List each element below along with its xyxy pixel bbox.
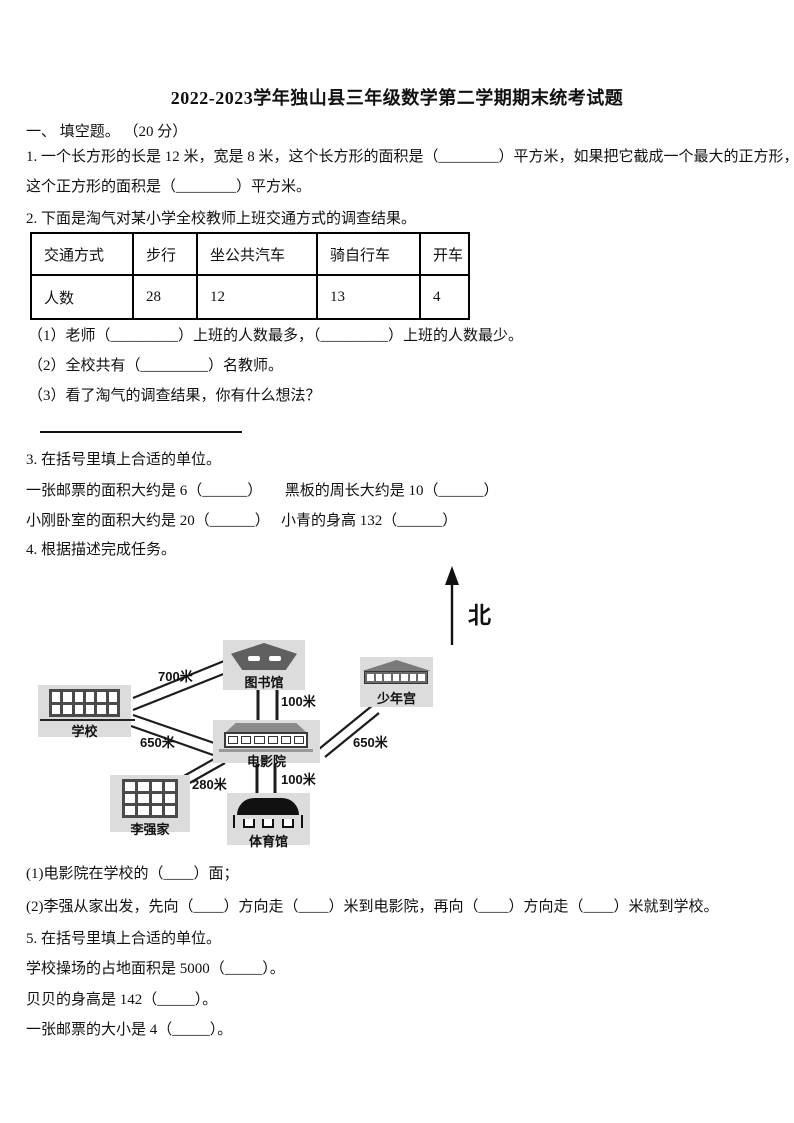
gym-windows xyxy=(233,815,303,828)
building-library: 图书馆 xyxy=(223,640,305,690)
distance-school-library: 700米 xyxy=(158,669,193,684)
section-heading: 一、 填空题。 （20 分） xyxy=(26,124,188,140)
table-cell: 13 xyxy=(316,274,421,320)
table-header-cell: 步行 xyxy=(132,232,198,276)
school-building-icon xyxy=(49,689,120,717)
distance-school-cinema: 650米 xyxy=(140,735,175,750)
q2-intro: 2. 下面是淘气对某小学全校教师上班交通方式的调查结果。 xyxy=(26,211,417,227)
q3-line-1: 一张邮票的面积大约是 6（______） 黑板的周长大约是 10（______） xyxy=(26,483,499,499)
q2-sub-2: （2）全校共有（_________）名教师。 xyxy=(28,358,284,374)
cinema-label: 电影院 xyxy=(246,754,286,769)
answer-blank-line xyxy=(40,431,242,433)
building-gym: 体育馆 xyxy=(227,793,310,849)
table-cell: 12 xyxy=(196,274,318,320)
home-building-icon xyxy=(122,779,178,818)
table-header-cell: 骑自行车 xyxy=(316,232,421,276)
cinema-baseline xyxy=(219,749,313,752)
distance-home-cinema: 280米 xyxy=(192,777,227,792)
q4-sub-2: (2)李强从家出发，先向（____）方向走（____）米到电影院，再向（____… xyxy=(26,899,719,915)
map-figure: 北 学校 图书馆 少年宫 xyxy=(20,558,560,858)
table-header-row: 交通方式 步行 坐公共汽车 骑自行车 开车 xyxy=(30,232,470,276)
table-header-cell: 开车 xyxy=(419,232,470,276)
north-arrow-icon xyxy=(445,566,459,645)
q5-line-1: 学校操场的占地面积是 5000（_____）。 xyxy=(26,961,285,977)
palace-roof-icon xyxy=(362,660,431,671)
table-cell: 28 xyxy=(132,274,198,320)
distance-library-cinema: 100米 xyxy=(281,694,316,709)
q4-sub-1: (1)电影院在学校的（____）面； xyxy=(26,866,239,882)
distance-cinema-gym: 100米 xyxy=(281,772,316,787)
table-row-label: 人数 xyxy=(30,274,134,320)
gym-dome-icon xyxy=(237,798,299,815)
library-label: 图书馆 xyxy=(244,675,284,690)
q2-sub-3: （3）看了淘气的调查结果，你有什么想法？ xyxy=(28,388,321,404)
q5-line-3: 一张邮票的大小是 4（_____）。 xyxy=(26,1022,233,1038)
q5-intro: 5. 在括号里填上合适的单位。 xyxy=(26,931,222,947)
q3-line-2: 小刚卧室的面积大约是 20（______） 小青的身高 132（______） xyxy=(26,513,458,529)
q2-sub-1: （1）老师（_________）上班的人数最多，（_________）上班的人数… xyxy=(28,328,524,344)
page-title: 2022-2023学年独山县三年级数学第二学期期末统考试题 xyxy=(170,88,624,108)
q5-line-2: 贝贝的身高是 142（_____）。 xyxy=(26,992,218,1008)
school-label: 学校 xyxy=(71,724,98,739)
library-building-icon xyxy=(231,643,297,670)
building-school: 学校 xyxy=(38,685,135,739)
building-cinema: 电影院 xyxy=(213,720,320,769)
transport-survey-table: 交通方式 步行 坐公共汽车 骑自行车 开车 人数 28 12 13 4 xyxy=(30,232,470,320)
cinema-roof-icon xyxy=(226,723,306,732)
school-baseline xyxy=(40,719,135,721)
table-header-cell: 交通方式 xyxy=(30,232,134,276)
palace-label: 少年宫 xyxy=(376,691,416,706)
north-label: 北 xyxy=(468,603,491,628)
distance-cinema-palace: 650米 xyxy=(353,735,388,750)
cinema-building-icon xyxy=(224,732,308,748)
building-palace: 少年宫 xyxy=(360,657,433,707)
gym-label: 体育馆 xyxy=(248,834,288,849)
table-header-cell: 坐公共汽车 xyxy=(196,232,318,276)
home-label: 李强家 xyxy=(130,822,170,837)
q1-line-2: 这个正方形的面积是（________）平方米。 xyxy=(26,179,312,195)
table-cell: 4 xyxy=(419,274,470,320)
q3-intro: 3. 在括号里填上合适的单位。 xyxy=(26,452,222,468)
palace-building-icon xyxy=(364,671,428,684)
table-data-row: 人数 28 12 13 4 xyxy=(30,274,470,320)
q1-line-1: 1. 一个长方形的长是 12 米，宽是 8 米，这个长方形的面积是（______… xyxy=(26,149,794,165)
building-home: 李强家 xyxy=(110,775,190,837)
q4-intro: 4. 根据描述完成任务。 xyxy=(26,542,177,558)
